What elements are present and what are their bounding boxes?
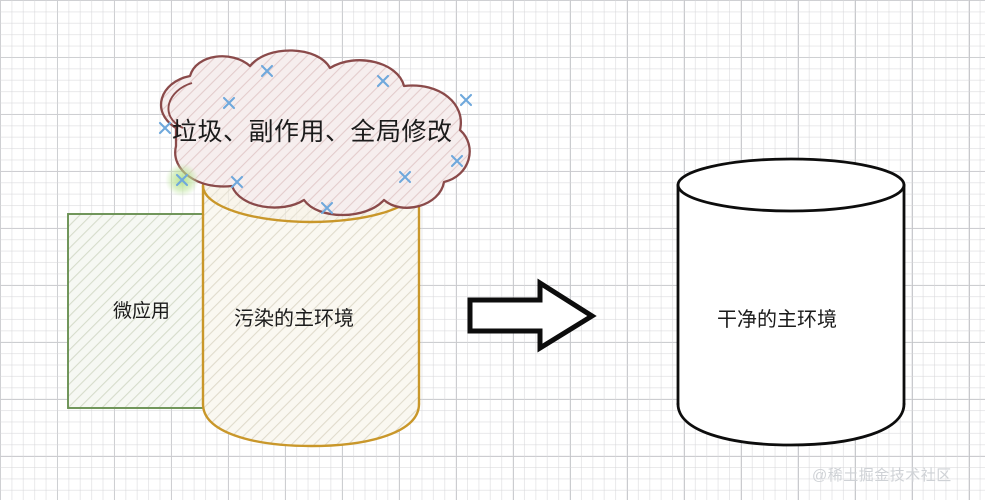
x-handle-icon [158,121,172,135]
polluted-cylinder-label: 污染的主环境 [234,308,354,330]
transform-arrow[interactable] [467,278,597,353]
x-handle-icon [376,74,390,88]
x-handle-icon [175,173,189,187]
micro-app-front-hatch [68,214,206,408]
watermark: @稀土掘金技术社区 [812,467,952,484]
cloud-shape[interactable] [158,49,473,217]
clean-cylinder-top-fill [678,159,904,211]
cloud-handles[interactable] [158,64,473,215]
x-handle-icon [230,175,244,189]
clean-cylinder-shape[interactable] [676,157,906,447]
clean-cylinder-label: 干净的主环境 [717,309,837,331]
clean-cylinder-top-outline [676,157,906,213]
x-handle-icon [260,64,274,78]
micro-app-label: 微应用 [113,301,171,322]
clean-cylinder-bottom-arc [676,402,906,447]
cloud-sketch-overlap [167,82,193,129]
polluted-cylinder-body-hatch [203,186,419,446]
cloud-outline [159,49,471,217]
micro-app-shape[interactable] [67,213,246,409]
clean-cylinder-body-fill [678,185,904,445]
x-handle-icon [398,170,412,184]
x-handle-icon [450,154,464,168]
transform-arrow-outline [467,278,597,353]
x-handle-icon [459,93,473,107]
cloud-label: 垃圾、副作用、全局修改 [172,118,453,146]
polluted-cylinder-bottom-arc [201,402,421,448]
x-handle-icon [222,96,236,110]
cloud-hatch [161,50,470,215]
x-handle-icon [320,201,334,215]
